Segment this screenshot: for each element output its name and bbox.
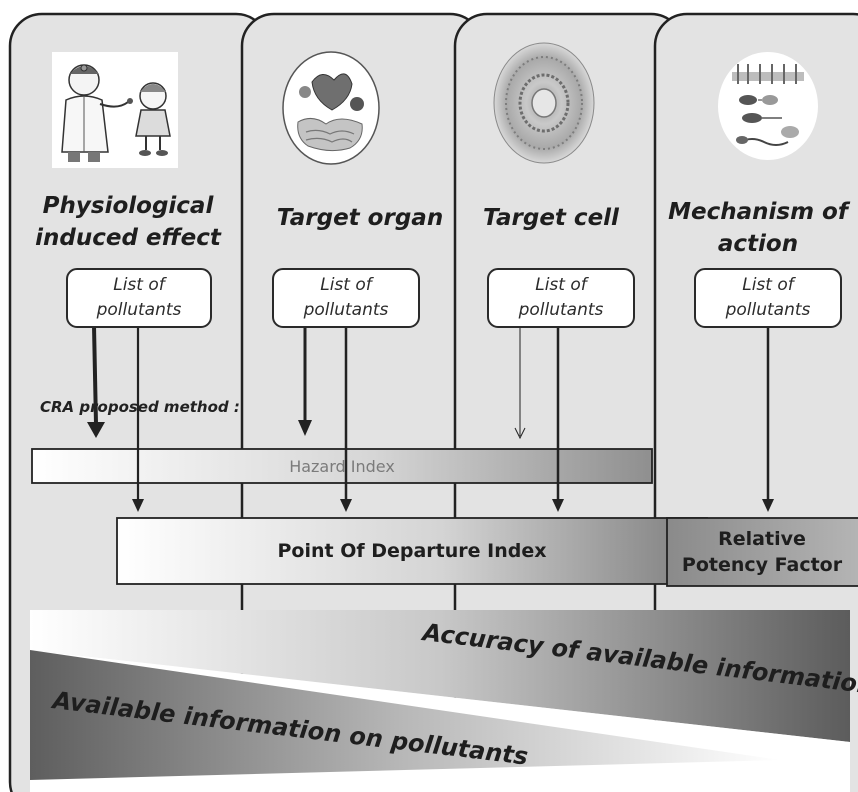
title-line: induced effect [35, 225, 221, 251]
column-title-physiological: Physiological induced effect [12, 190, 244, 254]
tissue-section-icon [493, 42, 595, 164]
title-line: action [717, 231, 799, 257]
column-title-cell: Target cell [458, 202, 644, 234]
column-title-organ: Target organ [250, 202, 470, 234]
pollutant-list-line: pollutants [303, 300, 389, 320]
pollutant-list-line: pollutants [96, 300, 182, 320]
title-line: Target organ [276, 205, 444, 231]
pollutant-list-line: pollutants [725, 300, 811, 320]
title-line: Mechanism of [668, 199, 848, 225]
pollutant-list-line: pollutants [518, 300, 604, 320]
rpf-line: Potency Factor [681, 554, 843, 576]
molecular-pathway-icon [718, 52, 818, 160]
column-panel-mechanism [653, 12, 858, 792]
title-line: Target cell [483, 205, 619, 231]
rpf-line: Relative [718, 528, 806, 550]
rpf-box [666, 517, 858, 587]
title-line: Physiological [42, 193, 214, 219]
pollutant-list-line: List of [113, 275, 165, 295]
pollutant-list-box: List of pollutants [694, 268, 842, 328]
organs-illustration-icon [282, 51, 380, 165]
doctor-and-child-icon [52, 52, 178, 168]
pollutant-list-box: List of pollutants [66, 268, 212, 328]
pollutant-list-line: List of [320, 275, 372, 295]
pollutant-list-box: List of pollutants [272, 268, 420, 328]
column-title-mechanism: Mechanism of action [658, 196, 858, 260]
accuracy-band [30, 610, 850, 742]
pollutant-list-line: List of [535, 275, 587, 295]
pod-index-label: Point Of Departure Index [277, 540, 547, 562]
arrow-physio-to-hi [92, 325, 98, 425]
hazard-index-bar [31, 448, 653, 484]
pollutant-list-box: List of pollutants [487, 268, 635, 328]
rpf-label: Relative Potency Factor [667, 518, 857, 586]
hazard-index-label: Hazard Index [289, 456, 395, 476]
cra-method-label: CRA proposed method : [40, 398, 240, 416]
availability-band [30, 650, 780, 780]
pod-index-bar [116, 517, 708, 585]
pollutant-list-line: List of [742, 275, 794, 295]
